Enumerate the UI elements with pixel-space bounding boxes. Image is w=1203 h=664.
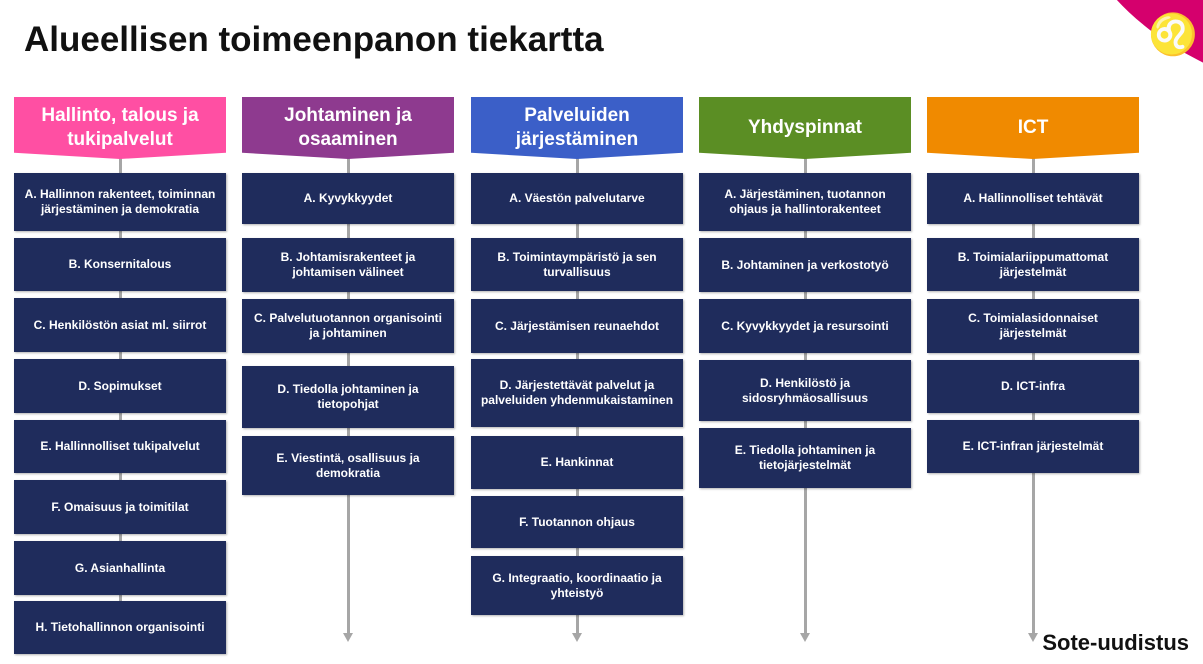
roadmap-item: E. Hallinnolliset tukipalvelut [14,420,226,473]
roadmap-item: A. Väestön palvelutarve [471,173,683,224]
roadmap-item: D. Henkilöstö ja sidosryhmäosallisuus [699,360,911,421]
column-5: ICT A. Hallinnolliset tehtävät B. Toimiala… [927,97,1139,642]
roadmap-item: C. Henkilöstön asiat ml. siirrot [14,298,226,352]
roadmap-item: G. Integraatio, koordinaatio ja yhteisty… [471,556,683,615]
column-4: Yhdyspinnat A. Järjestäminen, tuotannon o… [699,97,911,642]
roadmap-item: B. Toimintaympäristö ja sen turvallisuus [471,238,683,291]
arrow-down-icon [343,633,353,642]
arrow-down-icon [1028,633,1038,642]
column-2: Johtaminen ja osaaminen A. Kyvykkyydet B. … [242,97,454,642]
arrow-down-icon [572,633,582,642]
roadmap-item: A. Kyvykkyydet [242,173,454,224]
roadmap-item: A. Hallinnon rakenteet, toiminnan järjes… [14,173,226,231]
roadmap-item: A. Järjestäminen, tuotannon ohjaus ja ha… [699,173,911,231]
roadmap-item: B. Konsernitalous [14,238,226,291]
roadmap-item: C. Toimialasidonnaiset järjestelmät [927,299,1139,353]
column-header: Yhdyspinnat [699,97,911,159]
page-title: Alueellisen toimeenpanon tiekartta [24,20,604,59]
roadmap-item: A. Hallinnolliset tehtävät [927,173,1139,224]
column-header: ICT [927,97,1139,159]
roadmap-item: H. Tietohallinnon organisointi [14,601,226,654]
roadmap-item: E. Viestintä, osallisuus ja demokratia [242,436,454,495]
roadmap-item: D. Sopimukset [14,359,226,413]
roadmap-item: D. Tiedolla johtaminen ja tietopohjat [242,366,454,428]
roadmap-item: E. Hankinnat [471,436,683,489]
column-1: Hallinto, talous ja tukipalvelut A. Halli… [14,97,226,654]
column-header: Palveluiden järjestäminen [471,97,683,159]
roadmap-item: F. Omaisuus ja toimitilat [14,480,226,534]
column-3: Palveluiden järjestäminen A. Väestön palv… [471,97,683,642]
roadmap-item: D. Järjestettävät palvelut ja palveluide… [471,359,683,427]
roadmap-item: D. ICT-infra [927,360,1139,413]
column-header: Johtaminen ja osaaminen [242,97,454,159]
roadmap-item: E. Tiedolla johtaminen ja tietojärjestel… [699,428,911,488]
roadmap-item: F. Tuotannon ohjaus [471,496,683,548]
corner-decoration [1070,0,1203,110]
roadmap-item: B. Toimialariippumattomat järjestelmät [927,238,1139,291]
footer-brand: Sote-uudistus [1042,630,1189,655]
roadmap-item: G. Asianhallinta [14,541,226,595]
column-header: Hallinto, talous ja tukipalvelut [14,97,226,159]
finnish-lion-logo-icon: ♌ [1148,13,1198,57]
roadmap-item: C. Palvelutuotannon organisointi ja joht… [242,299,454,353]
arrow-down-icon [800,633,810,642]
roadmap-item: C. Kyvykkyydet ja resursointi [699,299,911,353]
roadmap-item: B. Johtamisrakenteet ja johtamisen välin… [242,238,454,292]
roadmap-item: E. ICT-infran järjestelmät [927,420,1139,473]
roadmap-item: B. Johtaminen ja verkostotyö [699,238,911,292]
roadmap-item: C. Järjestämisen reunaehdot [471,299,683,353]
